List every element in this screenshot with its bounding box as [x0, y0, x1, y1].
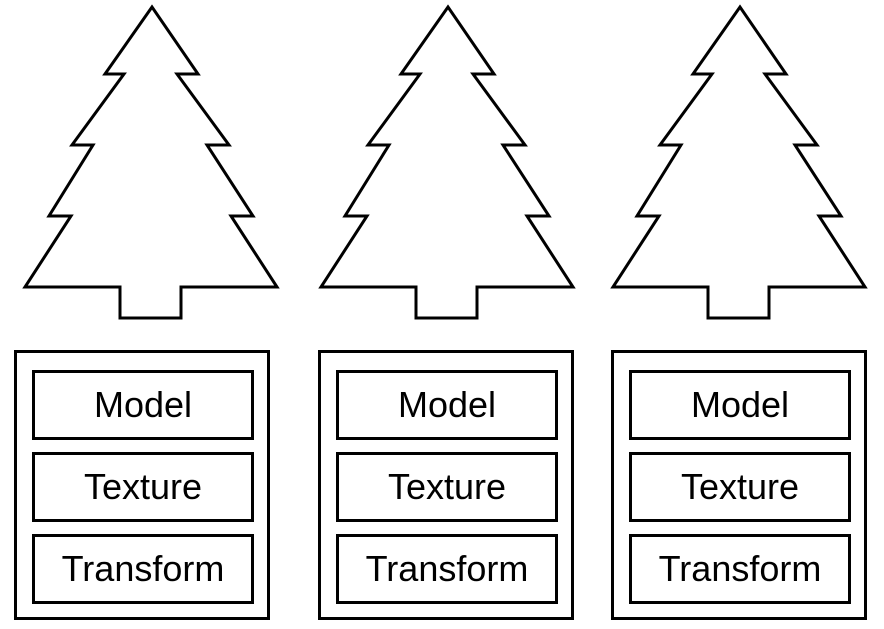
- tree-icon: [318, 0, 578, 322]
- object-components-panel: Model Texture Transform: [318, 350, 574, 620]
- transform-component[interactable]: Transform: [629, 534, 851, 604]
- object-components-panel: Model Texture Transform: [14, 350, 270, 620]
- transform-component[interactable]: Transform: [32, 534, 254, 604]
- texture-component[interactable]: Texture: [32, 452, 254, 522]
- texture-component[interactable]: Texture: [629, 452, 851, 522]
- object-components-panel: Model Texture Transform: [611, 350, 867, 620]
- model-component[interactable]: Model: [629, 370, 851, 440]
- tree-icon: [610, 0, 870, 322]
- model-component[interactable]: Model: [32, 370, 254, 440]
- model-component[interactable]: Model: [336, 370, 558, 440]
- tree-icon: [22, 0, 282, 322]
- texture-component[interactable]: Texture: [336, 452, 558, 522]
- transform-component[interactable]: Transform: [336, 534, 558, 604]
